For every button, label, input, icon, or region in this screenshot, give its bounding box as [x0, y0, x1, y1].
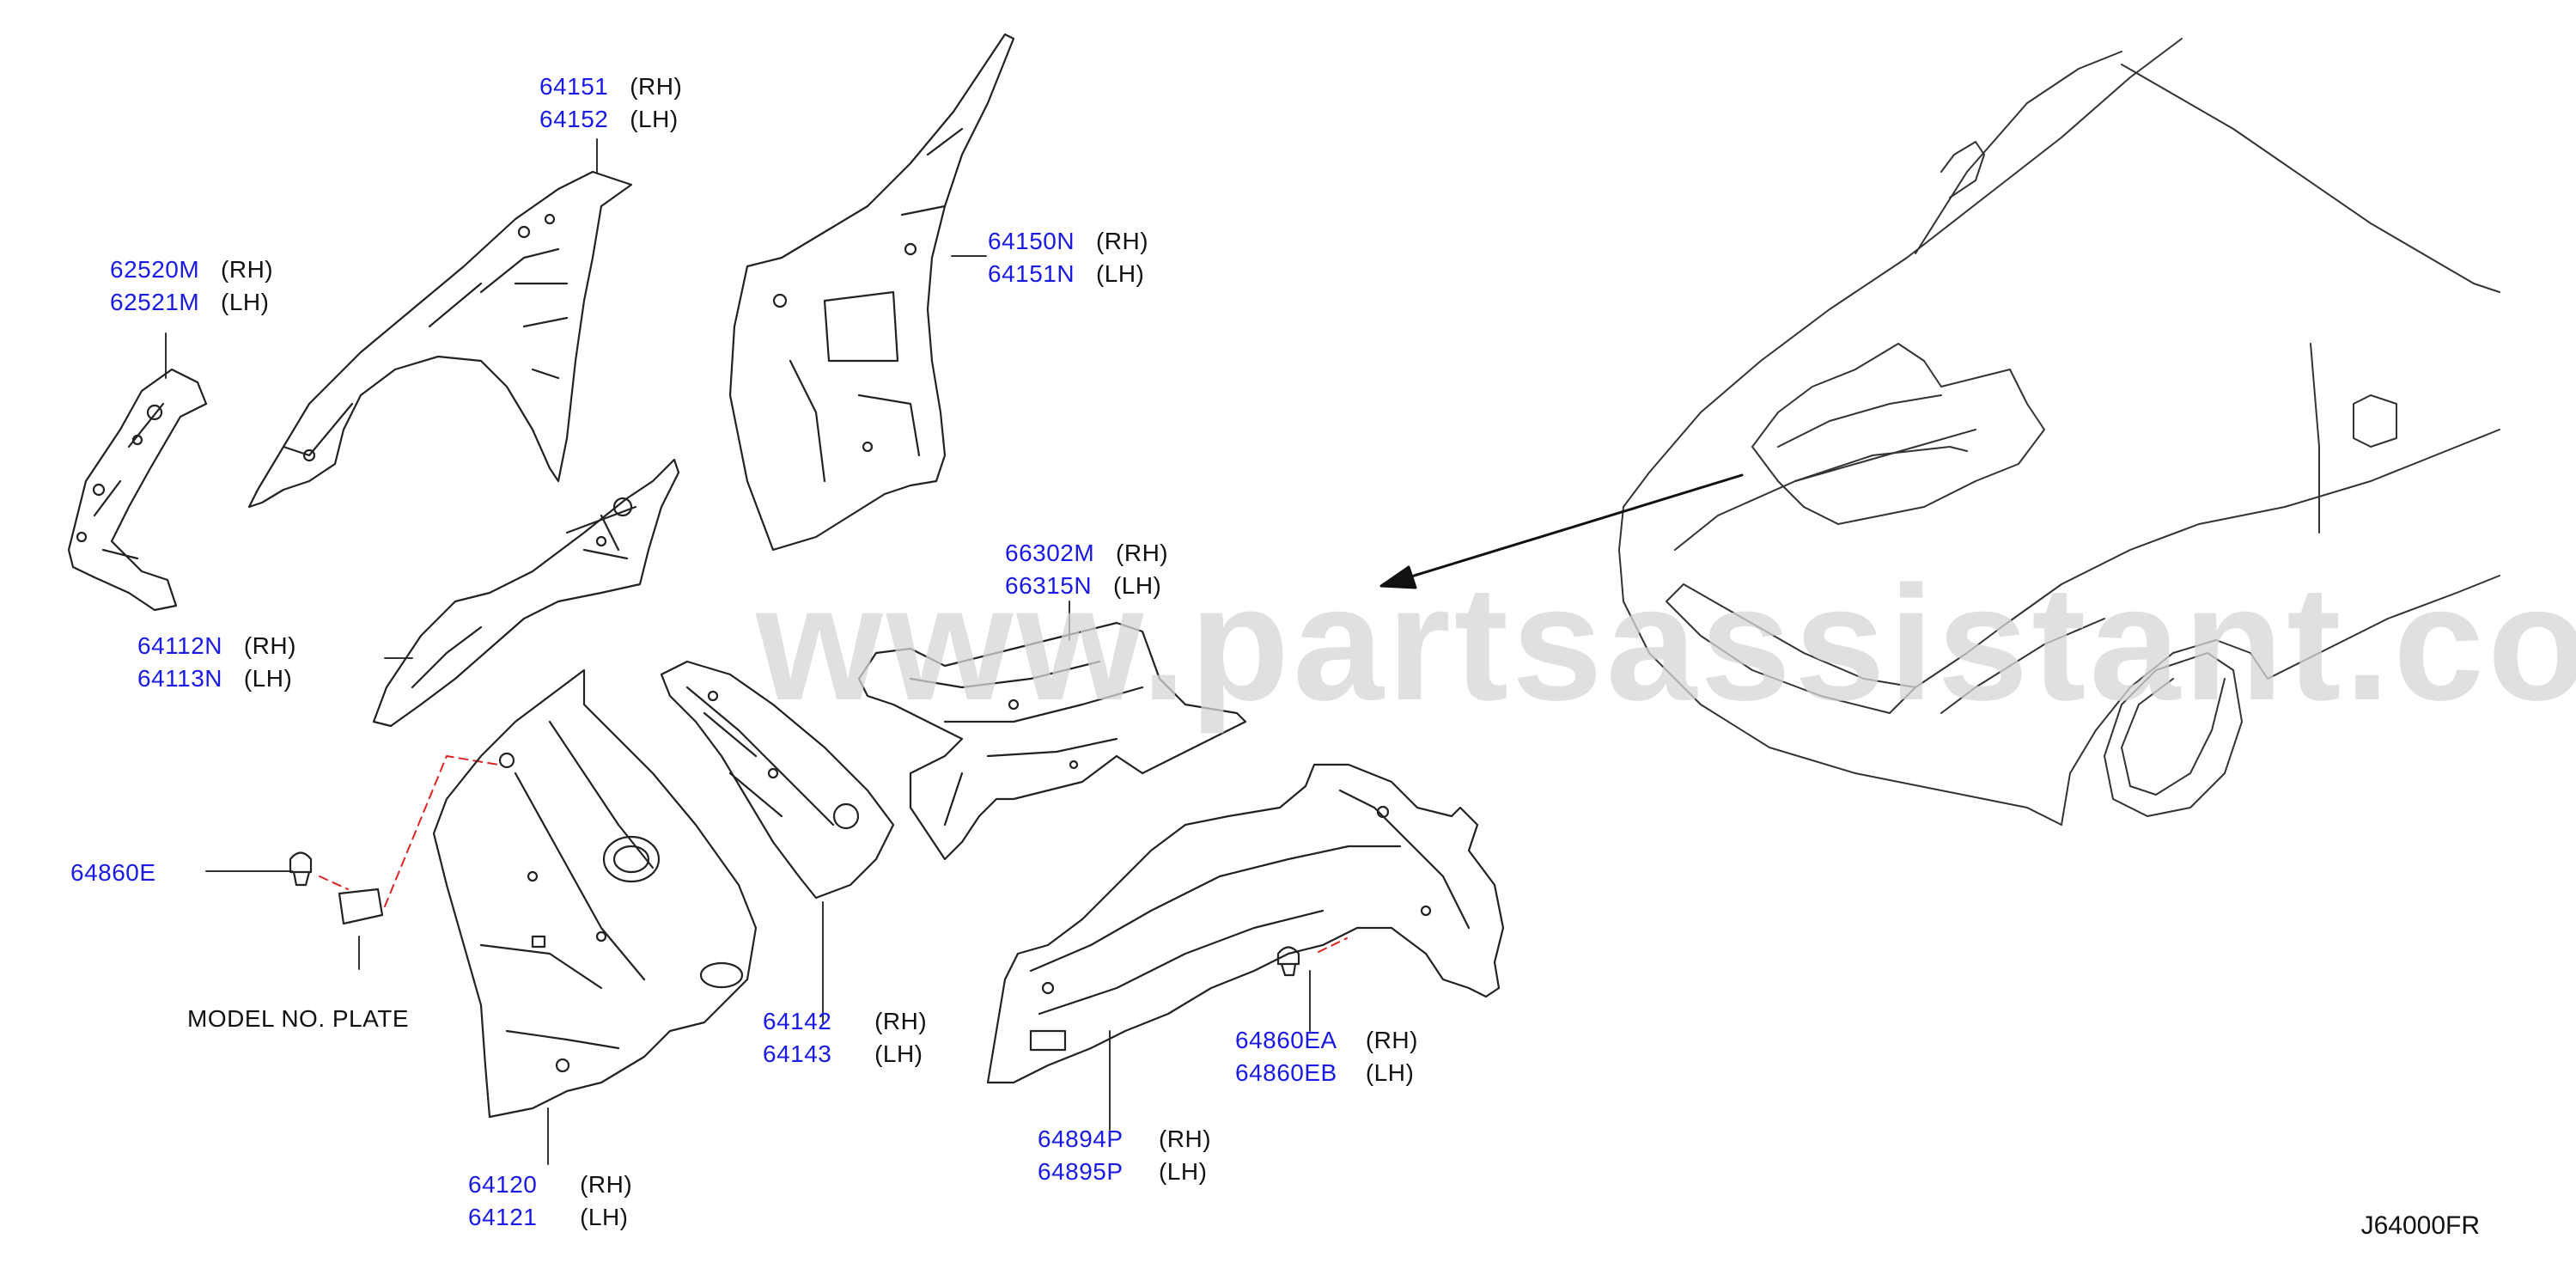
- side-label: (RH): [630, 73, 683, 100]
- part-number-link[interactable]: 64151: [539, 73, 609, 100]
- part-number-link[interactable]: 62520M: [110, 256, 200, 283]
- part-number-link[interactable]: 64152: [539, 106, 609, 132]
- model-plate-label: MODEL NO. PLATE: [187, 1005, 409, 1032]
- callout-66302m: 66302M (RH) 66315N (LH): [1005, 537, 1168, 602]
- side-label: (LH): [243, 665, 293, 692]
- diagram-code: J64000FR: [2360, 1211, 2480, 1240]
- watermark: www.partsassistant.com: [756, 552, 2576, 735]
- callout-64150n: 64150N (RH) 64151N (LH): [988, 225, 1148, 290]
- side-label: (RH): [1158, 1126, 1212, 1152]
- side-label: (RH): [580, 1171, 633, 1198]
- part-62520m: [67, 368, 208, 612]
- dashed-guides: [319, 755, 1348, 953]
- side-label: (RH): [1116, 540, 1169, 566]
- callout-64894p: 64894P (RH) 64895P (LH): [1038, 1123, 1211, 1188]
- callout-64142: 64142 (RH) 64143 (LH): [763, 1005, 927, 1071]
- callout-64860e: 64860E: [70, 857, 156, 889]
- side-label: (LH): [1158, 1158, 1208, 1185]
- model-plate: [338, 888, 384, 925]
- callout-62520m: 62520M (RH) 62521M (LH): [110, 253, 273, 319]
- part-number-link[interactable]: 64860EB: [1235, 1059, 1337, 1086]
- clip-64860ea: [1276, 946, 1300, 977]
- part-number-link[interactable]: 64860E: [70, 859, 156, 886]
- callout-64860ea: 64860EA (RH) 64860EB (LH): [1235, 1024, 1418, 1089]
- part-64894p: [986, 763, 1505, 1084]
- side-label: (LH): [580, 1204, 629, 1230]
- callout-64120: 64120 (RH) 64121 (LH): [468, 1168, 632, 1234]
- part-number-link[interactable]: 64120: [468, 1171, 538, 1198]
- clip-64860e: [289, 851, 313, 887]
- side-label: (RH): [1365, 1027, 1418, 1053]
- part-66302m: [857, 621, 1247, 861]
- callout-64112n: 64112N (RH) 64113N (LH): [137, 630, 296, 695]
- side-label: (LH): [1112, 572, 1162, 599]
- callout-64151: 64151 (RH) 64152 (LH): [539, 70, 682, 136]
- side-label: (RH): [874, 1008, 928, 1034]
- part-number-link[interactable]: 66315N: [1005, 572, 1093, 599]
- part-64120: [432, 668, 758, 1119]
- side-label: (LH): [1365, 1059, 1415, 1086]
- side-label: (RH): [221, 256, 274, 283]
- part-64112n: [372, 458, 680, 728]
- part-number-link[interactable]: 64150N: [988, 228, 1075, 254]
- part-number-link[interactable]: 64142: [763, 1008, 832, 1034]
- side-label: (LH): [874, 1040, 923, 1067]
- leader-lines: [165, 138, 1311, 1165]
- part-number-link[interactable]: 64860EA: [1235, 1027, 1337, 1053]
- part-number-link[interactable]: 64151N: [988, 260, 1075, 287]
- side-label: (LH): [1095, 260, 1145, 287]
- part-number-link[interactable]: 64143: [763, 1040, 832, 1067]
- part-number-link[interactable]: 64121: [468, 1204, 538, 1230]
- side-label: (LH): [630, 106, 679, 132]
- side-label: (RH): [1095, 228, 1149, 254]
- vehicle-illustration: [1618, 38, 2500, 826]
- part-number-link[interactable]: 64894P: [1038, 1126, 1124, 1152]
- part-64150n: [728, 33, 1015, 552]
- part-number-link[interactable]: 64113N: [137, 665, 223, 692]
- part-number-link[interactable]: 62521M: [110, 289, 200, 315]
- side-label: (RH): [243, 632, 296, 659]
- part-number-link[interactable]: 66302M: [1005, 540, 1095, 566]
- part-number-link[interactable]: 64895P: [1038, 1158, 1124, 1185]
- part-64142: [660, 660, 895, 900]
- part-64151: [247, 170, 633, 509]
- part-number-link[interactable]: 64112N: [137, 632, 223, 659]
- locator-arrow: [1379, 473, 1744, 589]
- side-label: (LH): [221, 289, 270, 315]
